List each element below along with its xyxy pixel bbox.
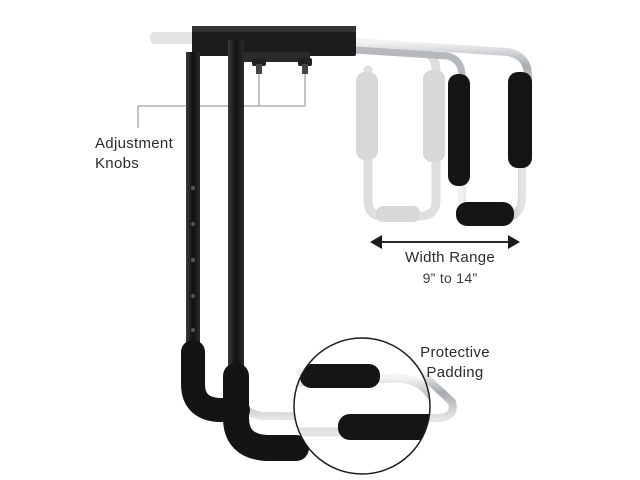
width-range-value: 9” to 14” [422,270,478,286]
top-mounting-plate [192,26,356,62]
adjustment-label-line1: Adjustment [95,135,174,152]
outer-clamp [448,72,532,226]
vertical-frame [186,40,244,380]
adjustment-knobs-label: Adjustment Knobs [95,134,173,174]
protective-label-line2: Padding [426,364,484,381]
width-range-label: Width Range 9” to 14” [400,248,500,288]
width-range-title: Width Range [404,249,495,266]
adjustment-label-line2: Knobs [95,155,140,172]
padding-zoom-circle [293,337,431,475]
bottom-base [181,340,457,461]
width-range-arrow [370,235,520,249]
ghost-clamp-position [347,41,445,222]
adjustment-leader-lines [137,74,306,128]
protective-label-line1: Protective [420,344,490,361]
protective-padding-label: Protective Padding [412,343,498,383]
adjustment-knobs [252,58,312,74]
